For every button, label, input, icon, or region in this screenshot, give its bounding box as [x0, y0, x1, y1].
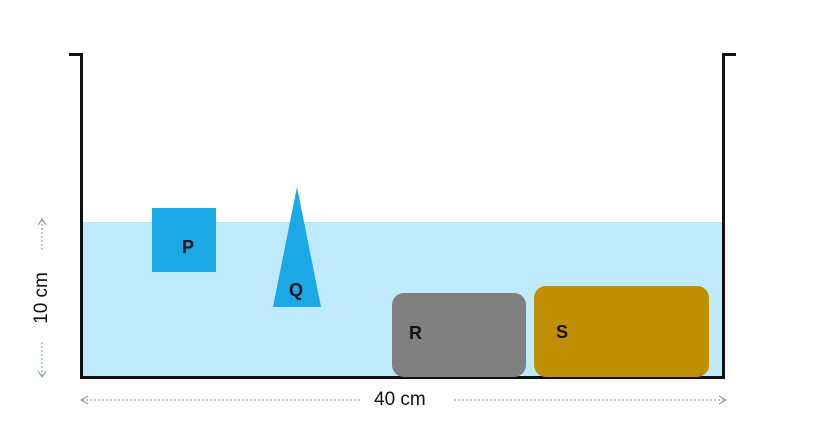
- object-s-label: S: [556, 322, 569, 342]
- object-s: S: [534, 286, 709, 377]
- width-label: 40 cm: [374, 389, 426, 410]
- container-left-lip: [69, 53, 83, 56]
- object-q-label: Q: [289, 280, 304, 300]
- height-dimension-arrow: [37, 217, 47, 379]
- object-p-label: P: [182, 237, 195, 257]
- container-right-wall: [722, 53, 725, 379]
- height-label: 10 cm: [31, 272, 52, 324]
- container-right-lip: [722, 53, 736, 56]
- object-r-label: R: [409, 323, 422, 343]
- container-bottom: [80, 376, 725, 379]
- container-left-wall: [80, 53, 83, 379]
- width-dimension-arrow: [79, 395, 728, 405]
- object-q: [273, 187, 321, 307]
- object-r: R: [392, 293, 526, 377]
- object-p: P: [152, 208, 216, 272]
